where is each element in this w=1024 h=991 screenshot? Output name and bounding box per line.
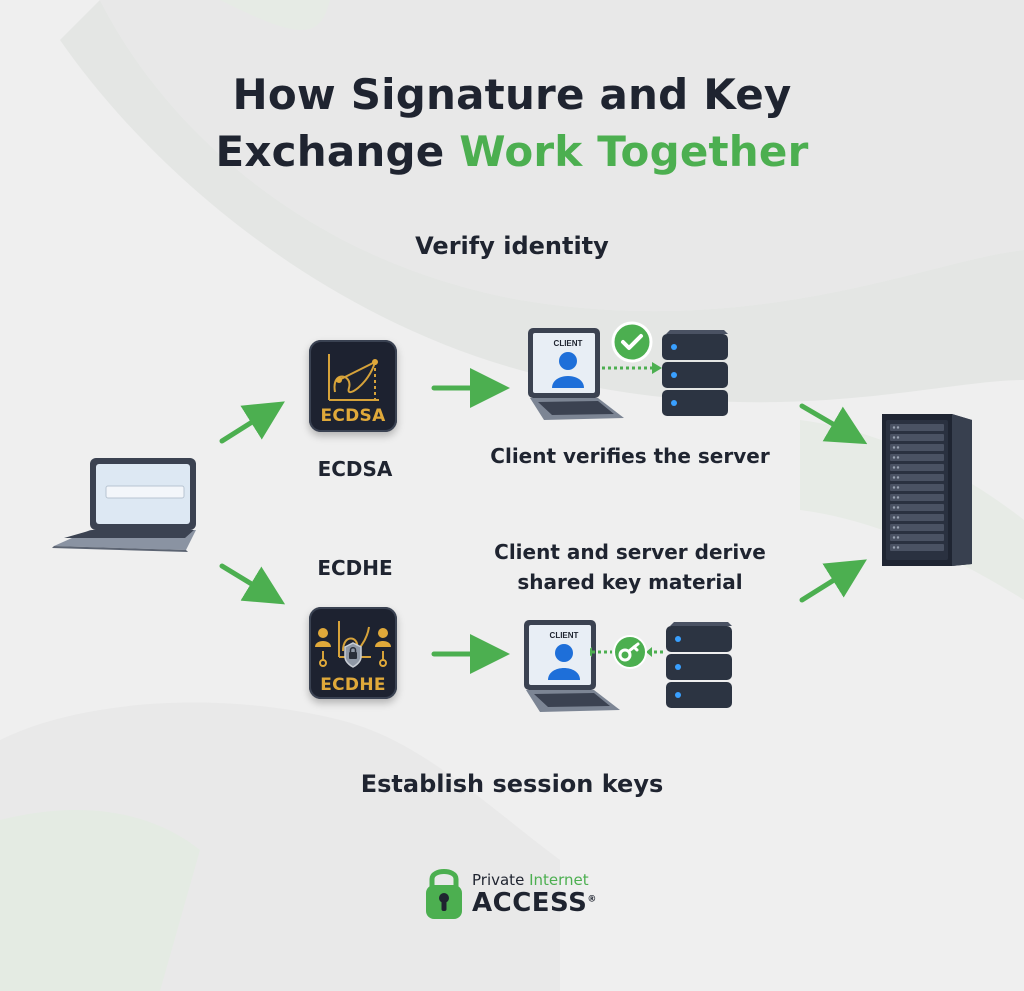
- key-badge-icon: [613, 635, 647, 669]
- server-small-icon: [662, 330, 728, 416]
- client-screen-label-bottom: CLIENT: [550, 631, 579, 640]
- ecdsa-card-text: ECDSA: [320, 406, 386, 426]
- logo-brand-accent: Internet: [529, 871, 589, 889]
- ecdhe-card-icon: ECDHE: [309, 607, 397, 699]
- verify-identity-label: Verify identity: [415, 232, 609, 260]
- client-derive-label: Client and server derive shared key mate…: [494, 540, 766, 594]
- title-line-1: How Signature and Key: [232, 70, 792, 119]
- title-plain: Exchange: [215, 127, 445, 176]
- logo-name-text: ACCESS: [472, 888, 588, 918]
- logo-name: ACCESS®: [472, 888, 597, 918]
- server-tower-icon: [882, 414, 972, 566]
- client-verifies-label: Client verifies the server: [490, 444, 770, 468]
- client-laptop-icon-bottom: CLIENT: [524, 620, 620, 712]
- client-screen-label-top: CLIENT: [554, 339, 583, 348]
- ecdsa-label: ECDSA: [317, 457, 393, 481]
- logo-reg-mark: ®: [587, 894, 597, 905]
- lock-logo-icon: [426, 869, 462, 919]
- ecdhe-label: ECDHE: [317, 556, 393, 580]
- title-line-2: Exchange Work Together: [0, 123, 1024, 180]
- arrow-bottom-to-server: [799, 559, 867, 603]
- ecdhe-card-text: ECDHE: [320, 675, 386, 695]
- server-small-icon-bottom: [666, 622, 732, 708]
- ecdsa-card-icon: ECDSA: [309, 340, 397, 432]
- establish-keys-label: Establish session keys: [360, 770, 664, 798]
- page-title: How Signature and Key Exchange Work Toge…: [0, 66, 1024, 180]
- logo-brand-text: Private Internet: [472, 871, 589, 889]
- logo-brand-plain: Private: [472, 871, 525, 889]
- arrow-laptop-to-ecdhe: [219, 563, 286, 605]
- check-badge-icon: [611, 321, 653, 363]
- dotted-connector-bottom: [590, 647, 666, 657]
- client-laptop-icon: CLIENT: [528, 328, 624, 420]
- dotted-connector-top: [602, 362, 662, 374]
- pia-logo: Private Internet ACCESS®: [424, 865, 614, 921]
- title-accent: Work Together: [459, 127, 809, 176]
- arrow-laptop-to-ecdsa: [219, 401, 285, 444]
- arrow-top-to-server: [799, 403, 868, 445]
- laptop-icon: [52, 458, 196, 552]
